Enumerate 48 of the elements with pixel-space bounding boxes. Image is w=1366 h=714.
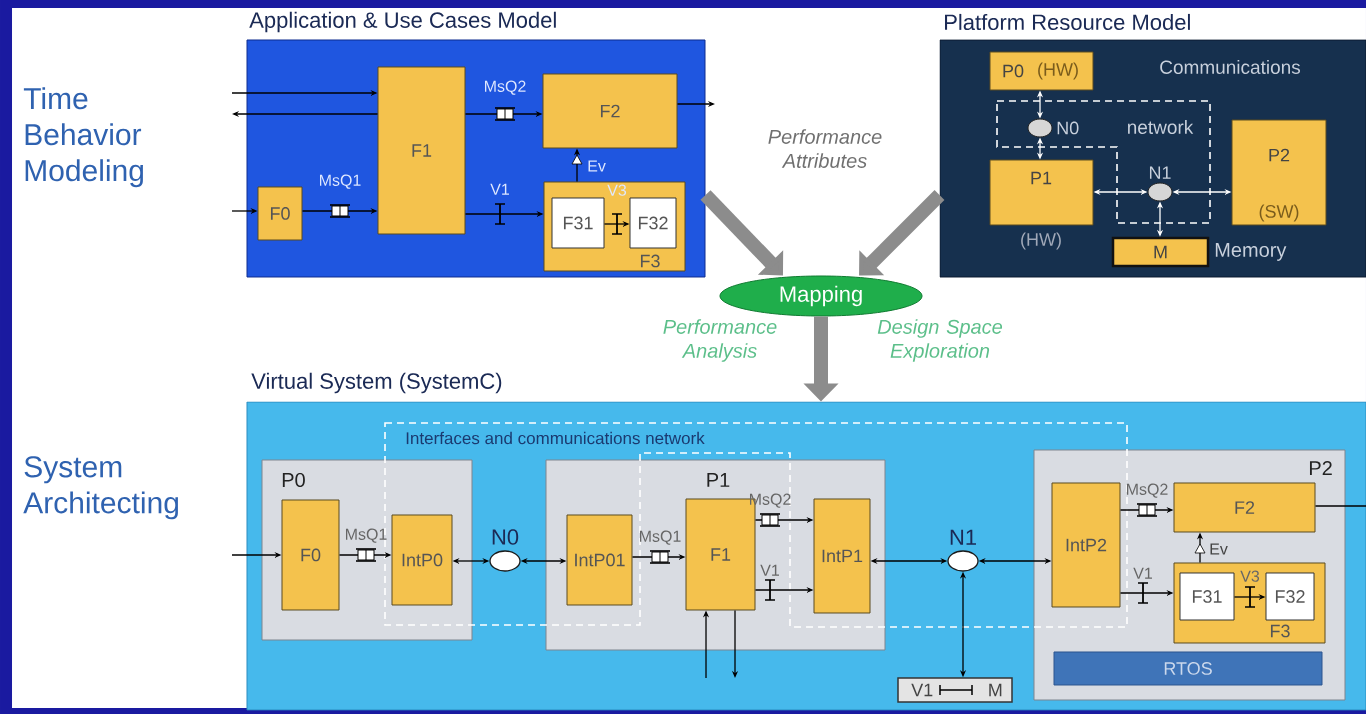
annotation: Design Space Exploration (877, 319, 1003, 362)
block-arrow (700, 190, 784, 276)
function-box: IntP2 (1051, 482, 1121, 608)
edge-label: MsQ1 (320, 174, 361, 189)
function-box: F0 (281, 499, 340, 611)
rtos-bar: RTOS (1053, 651, 1323, 686)
function-box: F31 (1179, 572, 1235, 621)
function-box: F2 (1173, 482, 1316, 533)
node-label: N0 (492, 529, 519, 545)
node-label: Virtual System (SystemC) (251, 372, 502, 394)
edge-label: MsQ1 (640, 530, 681, 545)
node-label: N1 (950, 529, 976, 545)
edge-label: V3 (1240, 570, 1260, 582)
function-box: F0 (257, 186, 303, 241)
edge-label: MsQ1 (346, 528, 387, 543)
function-box: IntP0 (391, 514, 453, 606)
node-label: N0 (1057, 121, 1079, 135)
edge-label: V1 (760, 564, 779, 576)
function-box: IntP01 (566, 514, 633, 606)
section-label: Time Behavior Modeling (23, 87, 143, 188)
edge-label: Ev (588, 160, 606, 172)
function-box: F32 (1265, 572, 1315, 621)
edge-label: V1 (1133, 567, 1152, 579)
memory-box: M (1111, 236, 1210, 268)
edge-label: MsQ2 (485, 80, 526, 95)
edge-label: V3 (607, 184, 627, 196)
node-label: Memory (1215, 243, 1287, 261)
annotation: Performance Analysis (663, 319, 777, 362)
node-label: N1 (1149, 166, 1171, 179)
section-label: System Architecting (23, 456, 178, 520)
mapping-box: V1 M (897, 677, 1013, 703)
function-box: F1 (377, 66, 466, 235)
node-label: Application & Use Cases Model (249, 11, 556, 33)
function-box: IntP1 (813, 498, 871, 614)
node-label: Communications (1160, 60, 1301, 74)
processor-box: P0 (HW) (989, 51, 1094, 91)
function-box: F31 (551, 197, 605, 249)
node-label: Platform Resource Model (945, 13, 1190, 31)
node-label: (HW) (1021, 232, 1061, 250)
edge-label: Ev (1210, 543, 1228, 555)
edge-label: MsQ2 (1127, 483, 1168, 498)
annotation: Performance Attributes (768, 129, 882, 168)
function-box: F32 (629, 197, 677, 249)
block-arrow (859, 190, 945, 276)
function-box: F2 (542, 73, 678, 149)
processor-box: P1 (989, 159, 1094, 226)
edge-label: V1 (490, 183, 509, 195)
processor-box: P2 (SW) (1231, 119, 1327, 226)
